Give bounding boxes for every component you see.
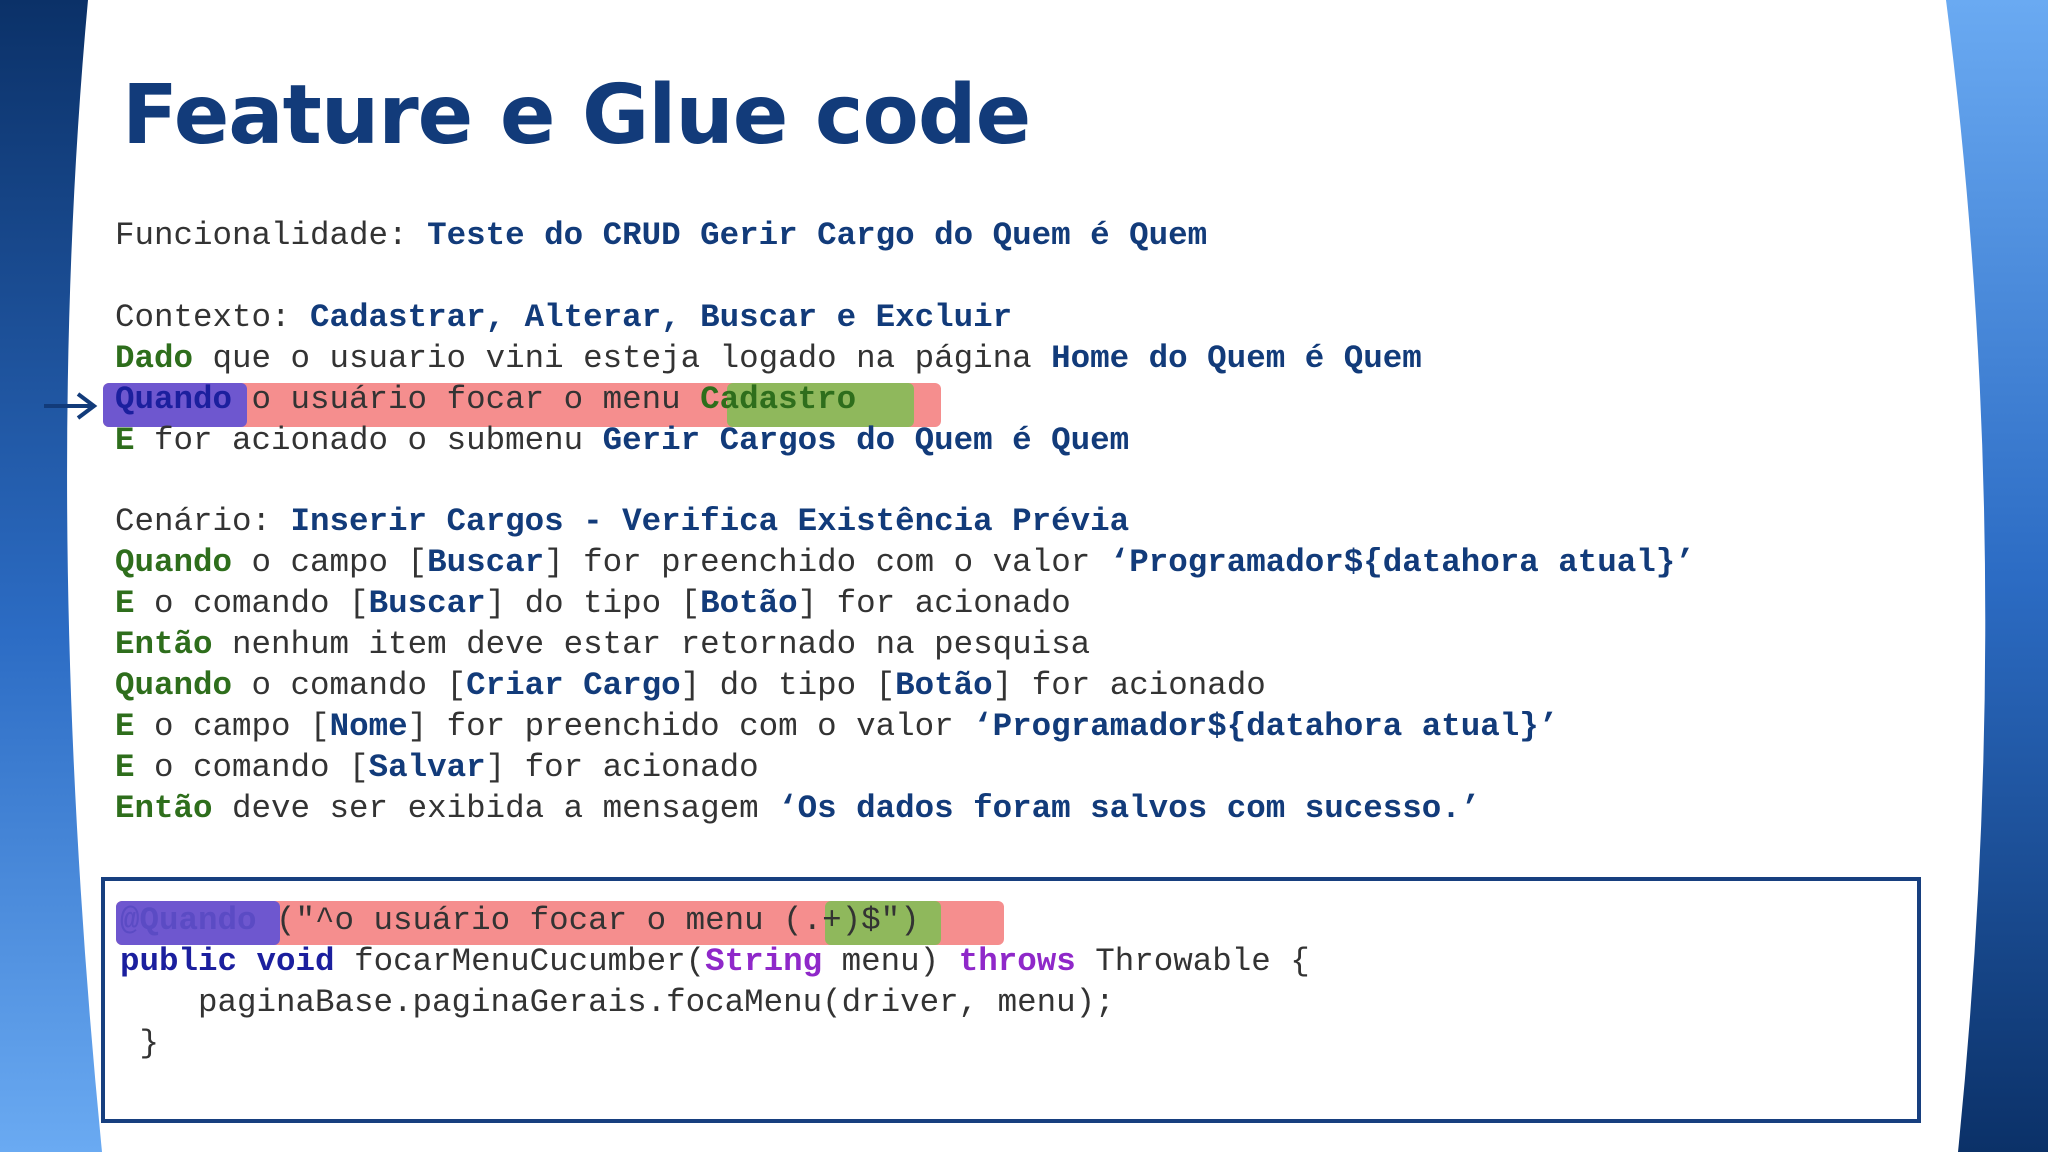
- code-regex-start: ("^o usuário focar o menu: [256, 902, 784, 939]
- step-text: ] for preenchido com o valor: [544, 544, 1110, 581]
- dado-text: que o usuario vini esteja logado na pági…: [193, 340, 1052, 377]
- code-regex-end: "): [880, 902, 920, 939]
- step-value: ‘Programador${datahora atual}’: [1109, 544, 1695, 581]
- funcionalidade-label: Funcionalidade:: [115, 217, 428, 254]
- keyword-highlight-purple: [103, 383, 247, 427]
- code-line-body: paginaBase.paginaGerais.focaMenu(driver,…: [120, 982, 1115, 1024]
- step-text: ] do tipo [: [485, 585, 701, 622]
- code-annotation-highlight: [116, 901, 280, 945]
- code-line-signature: public void focarMenuCucumber(String men…: [120, 941, 1310, 983]
- code-throws: throws: [958, 943, 1076, 980]
- code-body: paginaBase.paginaGerais.focaMenu(driver,…: [120, 984, 1115, 1021]
- left-decor-band: [0, 0, 102, 1152]
- step-field: Criar Cargo: [466, 667, 681, 704]
- cenario-label: Cenário:: [115, 503, 291, 540]
- step-text: ] for acionado: [485, 749, 759, 786]
- contexto-value: Cadastrar, Alterar, Buscar e Excluir: [310, 299, 1013, 336]
- feature-contexto-line: Contexto: Cadastrar, Alterar, Buscar e E…: [115, 297, 1012, 339]
- step-keyword: E: [115, 585, 135, 622]
- step-field: Botão: [700, 585, 798, 622]
- scenario-step-2: E o comando [Buscar] do tipo [Botão] for…: [115, 583, 1071, 625]
- step-keyword: E: [115, 708, 135, 745]
- cenario-value: Inserir Cargos - Verifica Existência Pré…: [290, 503, 1130, 540]
- code-line-close: }: [120, 1023, 160, 1065]
- step-keyword: Quando: [115, 544, 233, 581]
- e1-keyword: E: [115, 422, 135, 459]
- code-annotation: @Quando: [120, 902, 257, 939]
- dado-value: Home do Quem é Quem: [1051, 340, 1422, 377]
- step-field: Buscar: [427, 544, 545, 581]
- feature-e-line: E for acionado o submenu Gerir Cargos do…: [115, 420, 1129, 462]
- contexto-label: Contexto:: [115, 299, 311, 336]
- quando-text: o usuário focar o menu: [232, 381, 701, 418]
- slide-title: Feature e Glue code: [122, 68, 1031, 163]
- right-decor-band: [1946, 0, 2048, 1152]
- scenario-step-1: Quando o campo [Buscar] for preenchido c…: [115, 542, 1695, 584]
- cenario-line: Cenário: Inserir Cargos - Verifica Exist…: [115, 501, 1129, 543]
- quando-value: Cadastro: [700, 381, 857, 418]
- code-void: void: [237, 943, 335, 980]
- step-field: Botão: [895, 667, 993, 704]
- step-keyword: Então: [115, 790, 213, 827]
- step-text: deve ser exibida a mensagem: [212, 790, 779, 827]
- code-method: focarMenuCucumber(: [334, 943, 706, 980]
- scenario-step-3: Então nenhum item deve estar retornado n…: [115, 624, 1090, 666]
- step-text: ] for acionado: [992, 667, 1266, 704]
- scenario-step-7: Então deve ser exibida a mensagem ‘Os da…: [115, 788, 1480, 830]
- step-value: ‘Os dados foram salvos com sucesso.’: [778, 790, 1481, 827]
- step-field: Salvar: [368, 749, 486, 786]
- arrow-right-icon: [44, 392, 98, 420]
- code-regex-group: (.+)$: [783, 902, 881, 939]
- step-text: o comando [: [134, 585, 369, 622]
- step-text: o campo [: [134, 708, 330, 745]
- dado-keyword: Dado: [115, 340, 194, 377]
- quando-keyword: Quando: [115, 381, 233, 418]
- step-text: nenhum item deve estar retornado na pesq…: [212, 626, 1091, 663]
- step-text: o campo [: [232, 544, 428, 581]
- feature-quando-line: Quando o usuário focar o menu Cadastro: [115, 379, 856, 421]
- step-field: Buscar: [368, 585, 486, 622]
- feature-funcionalidade-line: Funcionalidade: Teste do CRUD Gerir Carg…: [115, 215, 1207, 257]
- scenario-step-6: E o comando [Salvar] for acionado: [115, 747, 759, 789]
- code-regex-highlight: [825, 901, 941, 945]
- step-keyword: Então: [115, 626, 213, 663]
- param-highlight-green: [727, 383, 914, 427]
- code-line-annotation: @Quando ("^o usuário focar o menu (.+)$"…: [120, 900, 920, 942]
- code-throwable: Throwable {: [1075, 943, 1310, 980]
- step-text: ] for preenchido com o valor: [407, 708, 974, 745]
- step-value: ‘Programador${datahora atual}’: [973, 708, 1559, 745]
- step-keyword: Quando: [115, 667, 233, 704]
- step-text: ] for acionado: [797, 585, 1071, 622]
- code-public: public: [120, 943, 238, 980]
- scenario-step-4: Quando o comando [Criar Cargo] do tipo […: [115, 665, 1266, 707]
- feature-dado-line: Dado que o usuario vini esteja logado na…: [115, 338, 1422, 380]
- e1-value: Gerir Cargos do Quem é Quem: [602, 422, 1130, 459]
- funcionalidade-value: Teste do CRUD Gerir Cargo do Quem é Quem: [427, 217, 1208, 254]
- code-param: menu): [822, 943, 959, 980]
- step-text: o comando [: [232, 667, 467, 704]
- step-text: ] do tipo [: [680, 667, 896, 704]
- code-close: }: [120, 1025, 160, 1062]
- code-string-type: String: [705, 943, 823, 980]
- e1-text: for acionado o submenu: [134, 422, 603, 459]
- step-text: o comando [: [134, 749, 369, 786]
- scenario-step-5: E o campo [Nome] for preenchido com o va…: [115, 706, 1558, 748]
- step-field: Nome: [329, 708, 408, 745]
- step-keyword: E: [115, 749, 135, 786]
